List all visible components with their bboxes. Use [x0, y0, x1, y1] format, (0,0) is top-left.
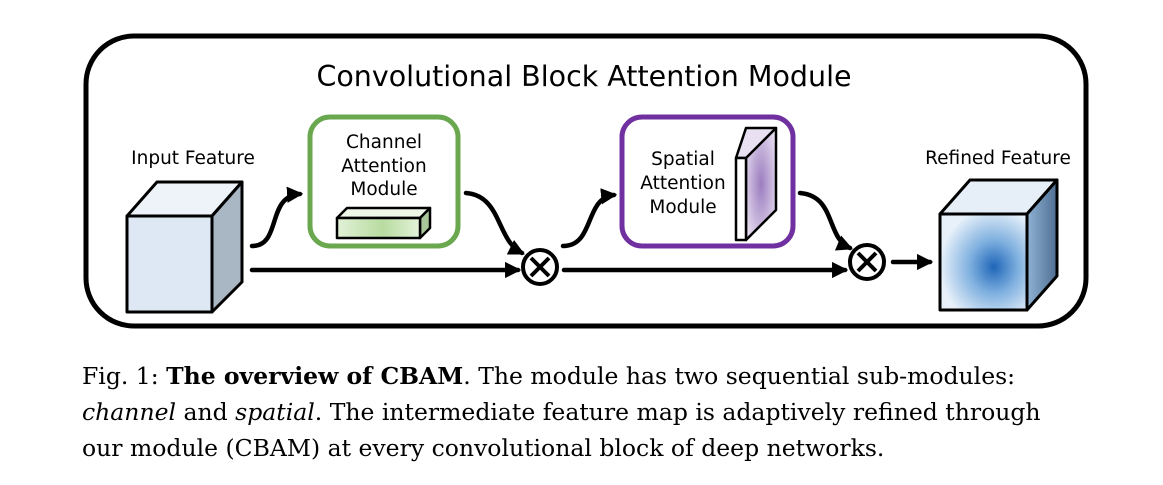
caption-title: The overview of CBAM: [166, 362, 464, 390]
arrow-spatial-to-multiply2: [797, 190, 853, 251]
arrow-multiply1-to-spatial: [560, 188, 618, 249]
refined-feature-cube: [938, 178, 1059, 312]
multiply-node-2: [848, 243, 886, 281]
refined-feature-label: Refined Feature: [925, 148, 1071, 169]
input-feature-cube: [125, 180, 244, 314]
spatial-attention-map: [734, 126, 778, 242]
spatial-attention-module-box: [619, 114, 796, 249]
channel-attention-module-box: [307, 114, 461, 249]
caption-line2-rest: . The intermediate feature map is adapti…: [314, 398, 1041, 426]
spatial-module-label-line2: Attention: [640, 173, 725, 194]
arrow-input-to-channel: [249, 186, 304, 249]
spatial-module-label-line3: Module: [649, 197, 716, 218]
diagram-title: Convolutional Block Attention Module: [316, 60, 851, 93]
cbam-outer-box: [83, 33, 1089, 329]
caption-spatial-word: spatial: [235, 398, 315, 426]
cbam-diagram: Convolutional Block Attention Module Inp…: [83, 33, 1089, 329]
figure-caption: Fig. 1: The overview of CBAM. The module…: [82, 358, 1092, 466]
spatial-module-label-line1: Spatial: [651, 149, 715, 170]
input-feature-label: Input Feature: [131, 148, 255, 169]
caption-line-1: Fig. 1: The overview of CBAM. The module…: [82, 358, 1092, 394]
caption-line-2: channel and spatial. The intermediate fe…: [82, 394, 1092, 430]
multiply-node-1: [521, 248, 559, 286]
caption-line-3: our module (CBAM) at every convolutional…: [82, 434, 885, 462]
channel-module-label-line2: Attention: [341, 156, 426, 177]
arrow-channel-to-multiply1: [463, 190, 525, 256]
channel-module-label-line1: Channel: [346, 132, 422, 153]
channel-attention-map: [335, 206, 432, 240]
caption-prefix: Fig. 1:: [82, 362, 159, 390]
caption-line1-rest: . The module has two sequential sub-modu…: [463, 362, 1016, 390]
caption-channel-word: channel: [82, 398, 176, 426]
channel-module-label-line3: Module: [350, 179, 417, 200]
caption-and-word: and: [183, 398, 228, 426]
